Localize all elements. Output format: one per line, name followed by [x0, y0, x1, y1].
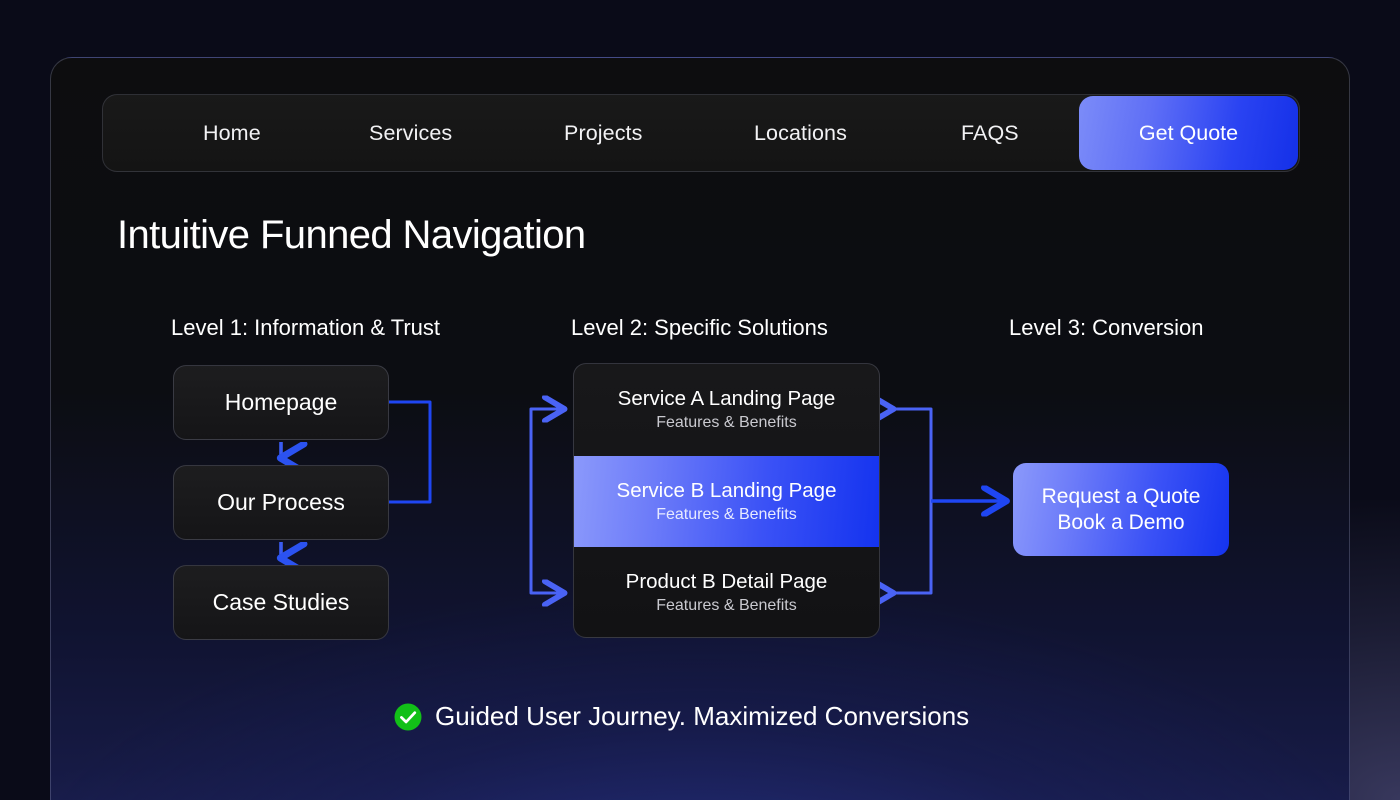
level2-row-subtitle: Features & Benefits	[656, 597, 797, 615]
page-title: Intuitive Funned Navigation	[117, 213, 586, 257]
nav-item-services[interactable]: Services	[369, 120, 453, 145]
nav-item-locations[interactable]: Locations	[754, 120, 847, 145]
cta-line-book-demo: Book a Demo	[1057, 510, 1185, 534]
level2-row-product-b[interactable]: Product B Detail Page Features & Benefit…	[574, 547, 879, 637]
level-3-heading: Level 3: Conversion	[1009, 315, 1204, 340]
level1-card-case-studies[interactable]: Case Studies	[173, 565, 389, 640]
nav-item-faqs[interactable]: FAQS	[961, 120, 1019, 145]
nav-item-home[interactable]: Home	[203, 120, 261, 145]
footer-tagline: Guided User Journey. Maximized Conversio…	[393, 701, 969, 732]
check-circle-icon	[394, 703, 422, 730]
cta-line-request-quote: Request a Quote	[1041, 484, 1201, 508]
level2-row-service-b[interactable]: Service B Landing Page Features & Benefi…	[574, 455, 879, 547]
level1-card-our-process[interactable]: Our Process	[173, 465, 389, 540]
level-2-heading: Level 2: Specific Solutions	[571, 315, 828, 340]
level3-cta-card[interactable]: Request a Quote Book a Demo	[1013, 463, 1229, 556]
get-quote-button[interactable]: Get Quote	[1079, 96, 1298, 170]
level1-card-homepage[interactable]: Homepage	[173, 365, 389, 440]
nav-item-projects[interactable]: Projects	[564, 120, 643, 145]
navigation-bar: Home Services Projects Locations FAQS Ge…	[102, 94, 1300, 172]
level2-row-subtitle: Features & Benefits	[656, 505, 797, 523]
level2-row-subtitle: Features & Benefits	[656, 414, 797, 432]
level2-card-group: Service A Landing Page Features & Benefi…	[573, 363, 880, 638]
level2-row-title: Product B Detail Page	[625, 570, 828, 594]
level2-row-title: Service A Landing Page	[617, 387, 836, 411]
level-1-heading: Level 1: Information & Trust	[171, 315, 441, 340]
tagline-text: Guided User Journey. Maximized Conversio…	[435, 701, 970, 731]
app-panel: Home Services Projects Locations FAQS Ge…	[50, 57, 1350, 800]
level2-row-service-a[interactable]: Service A Landing Page Features & Benefi…	[574, 364, 879, 456]
level2-row-title: Service B Landing Page	[616, 478, 837, 502]
